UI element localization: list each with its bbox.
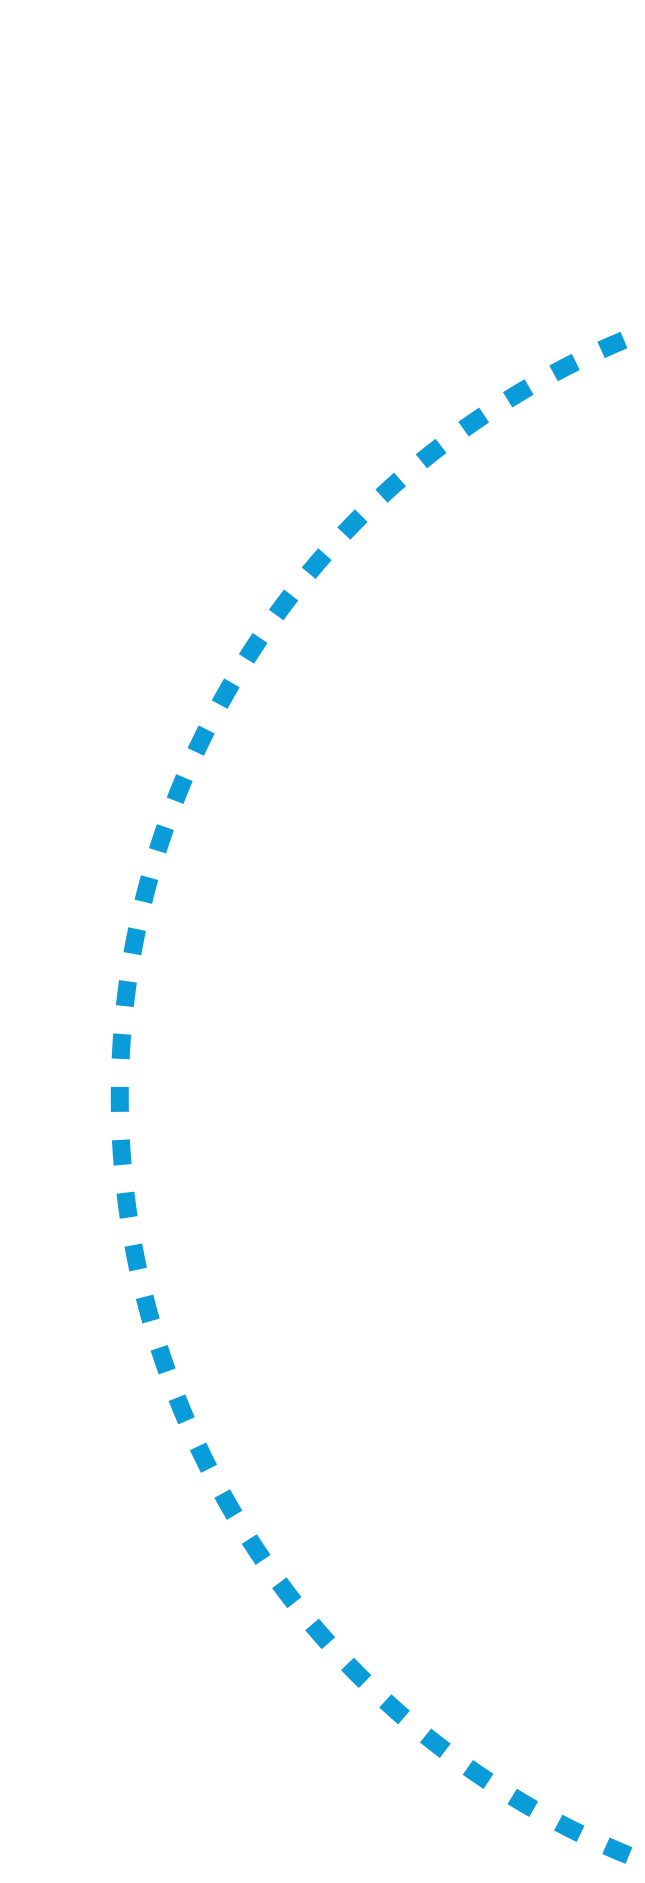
dashed-arc-path (110, 331, 644, 1869)
